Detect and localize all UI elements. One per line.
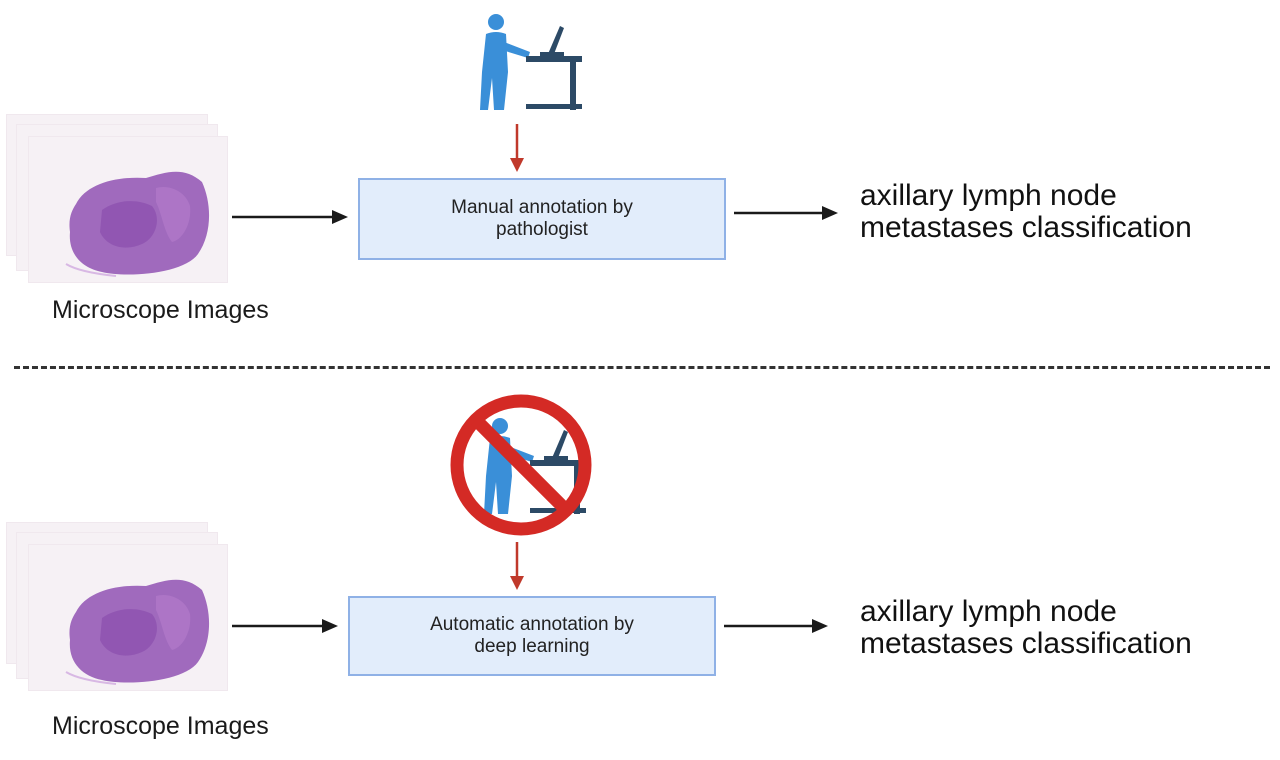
process-label-line2: deep learning [474,636,590,657]
arrow-process-to-result [734,206,838,220]
manual-annotation-box: Manual annotation by pathologist [358,178,726,260]
arrow-image-to-process [232,619,338,633]
process-label-line2: pathologist [496,219,588,240]
result-line1: axillary lymph node [860,595,1117,628]
tissue-icon [65,579,210,685]
red-down-arrow [510,124,524,172]
classification-result: axillary lymph node metastases classific… [860,180,1192,244]
no-pathologist-icon [450,394,592,536]
arrow-process-to-result [724,619,828,633]
red-down-arrow [510,542,524,590]
microscope-image-stack [6,522,228,692]
microscope-images-caption: Microscope Images [52,296,269,324]
result-line2: metastases classification [860,627,1192,660]
arrow-image-to-process [232,210,348,224]
panel-divider [14,366,1270,369]
process-label-line1: Manual annotation by [451,197,633,218]
process-label-line1: Automatic annotation by [430,614,634,635]
prohibition-sign-icon [450,394,592,536]
microscope-image-stack [6,114,228,284]
microscope-images-caption: Microscope Images [52,712,269,740]
tissue-icon [65,171,210,277]
automatic-annotation-box: Automatic annotation by deep learning [348,596,716,676]
pathologist-icon [480,14,582,110]
classification-result: axillary lymph node metastases classific… [860,596,1192,660]
result-line1: axillary lymph node [860,179,1117,212]
result-line2: metastases classification [860,211,1192,244]
